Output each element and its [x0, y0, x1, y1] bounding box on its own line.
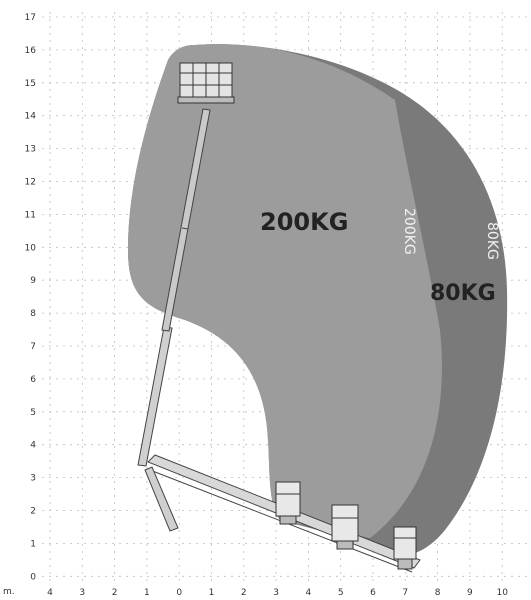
x-tick-label: 1	[209, 588, 215, 598]
carriage-unit-1	[275, 481, 301, 525]
y-axis-tick-labels: 171615141312111098765432101	[25, 13, 37, 582]
x-tick-label: 7	[402, 588, 408, 598]
y-tick-label: 13	[25, 145, 36, 155]
y-tick-label: 4	[30, 441, 36, 451]
zone-80kg-edge-label: 80KG	[484, 222, 500, 260]
y-tick-label: 11	[25, 210, 36, 220]
x-tick-label: 10	[496, 588, 508, 598]
zone-200kg-edge-label: 200KG	[401, 208, 417, 255]
y-tick-label: 5	[30, 408, 36, 418]
boom-lower-section	[137, 326, 173, 467]
carriage-unit-2	[331, 504, 359, 550]
y-tick-label: 8	[30, 309, 36, 319]
y-tick-label: 10	[25, 243, 37, 253]
x-tick-label: 4	[306, 588, 312, 598]
aerial-platform-machine	[137, 62, 421, 573]
y-tick-label: 14	[25, 112, 37, 122]
x-tick-label: 6	[370, 588, 376, 598]
y-tick-label: 3	[30, 474, 36, 484]
platform-basket	[177, 62, 235, 104]
zone-200kg-area	[128, 44, 442, 538]
y-tick-label: 9	[30, 276, 36, 286]
axis-unit-label: m.	[3, 587, 15, 597]
y-tick-label: 2	[30, 507, 36, 517]
y-tick-label: 15	[25, 79, 36, 89]
x-tick-label: 1	[144, 588, 150, 598]
y-tick-label: 7	[30, 342, 36, 352]
y-tick-label: 6	[30, 375, 36, 385]
x-tick-label: 8	[435, 588, 441, 598]
y-tick-label: 1	[30, 539, 36, 549]
x-tick-label: 2	[241, 588, 247, 598]
x-tick-label: 3	[273, 588, 279, 598]
x-tick-label: 0	[176, 588, 182, 598]
x-tick-label: 2	[112, 588, 118, 598]
y-tick-label: 17	[25, 13, 36, 23]
zone-80kg-label: 80KG	[430, 281, 496, 306]
y-tick-label: 0	[30, 572, 36, 582]
carriage-unit-3	[393, 526, 417, 570]
y-tick-label: 12	[25, 178, 36, 188]
zone-200kg-label: 200KG	[260, 208, 348, 236]
x-tick-label: 9	[467, 588, 473, 598]
x-tick-label: 3	[79, 588, 85, 598]
x-tick-label: 4	[47, 588, 53, 598]
x-tick-label: 5	[338, 588, 344, 598]
boom-upper-section	[161, 108, 211, 332]
base-link	[144, 466, 179, 532]
y-tick-label: 16	[25, 46, 37, 56]
